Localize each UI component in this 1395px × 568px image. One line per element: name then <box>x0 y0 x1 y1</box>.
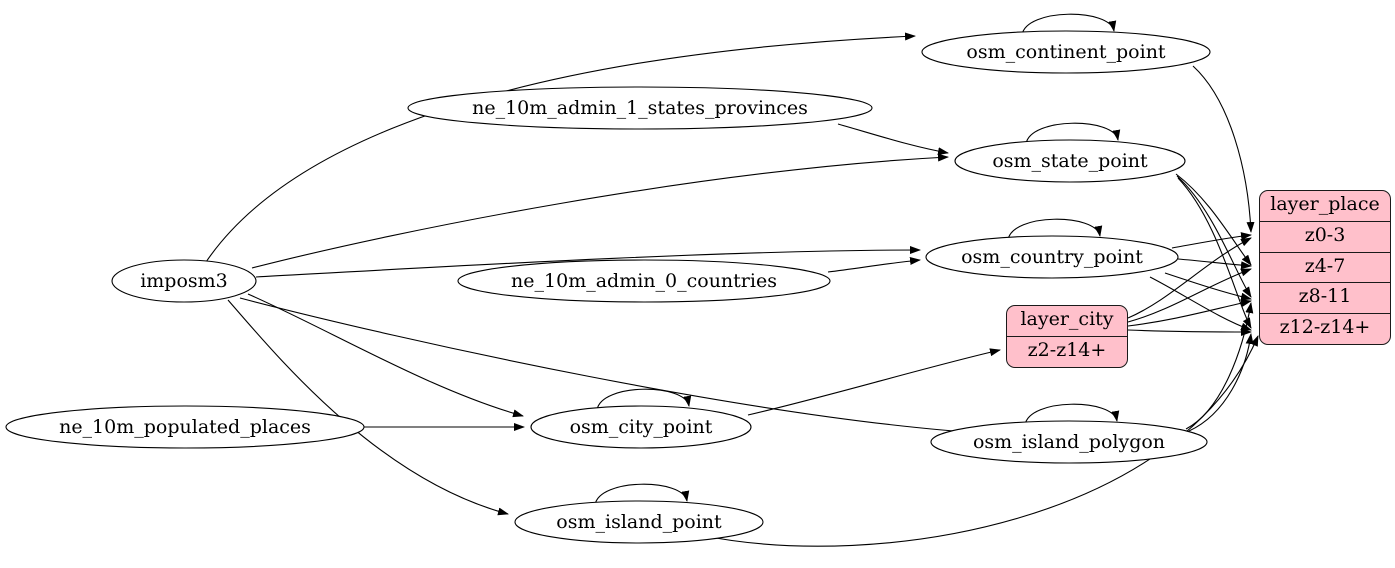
edges-to-layer-place <box>699 65 1259 547</box>
node-label: osm_island_polygon <box>973 431 1165 453</box>
edge-imposm3-to-city <box>247 293 524 418</box>
edge-islandpoint-to-z12-z14 <box>699 335 1259 547</box>
edge-country-to-z4-7 <box>1177 258 1252 270</box>
node-osm_state_point[interactable]: osm_state_point <box>954 139 1186 183</box>
record-row-zoom[interactable]: z4-7 <box>1260 253 1390 284</box>
node-shape <box>514 500 764 544</box>
node-osm_country_point[interactable]: osm_country_point <box>925 235 1179 279</box>
edge-city-to-z2-z14 <box>747 348 1001 416</box>
ellipse-node-layer: imposm3 ne_10m_admin_1_states_provincesne… <box>5 30 1211 544</box>
node-shape <box>111 259 257 303</box>
node-label: osm_country_point <box>961 246 1143 268</box>
node-shape <box>925 235 1179 279</box>
edge-islandpolygon-to-z12-z14 <box>1188 333 1254 432</box>
selfloop-islandpolygon <box>1024 403 1120 426</box>
node-label: osm_island_point <box>556 511 722 533</box>
edge-admin0-to-country <box>827 257 921 273</box>
node-label: ne_10m_admin_0_countries <box>511 270 777 292</box>
edge-islandpolygon-to-z8-11 <box>1185 302 1254 430</box>
node-label: osm_city_point <box>570 416 713 438</box>
node-label: osm_continent_point <box>966 41 1166 63</box>
selfloop-continent <box>1021 13 1117 36</box>
edge-layercity-to-z8-11 <box>1127 299 1252 327</box>
node-shape <box>930 420 1208 464</box>
edge-imposm3-to-islandpolygon <box>239 297 996 438</box>
node-shape <box>457 259 831 303</box>
edge-continent-to-z0-3 <box>1192 65 1255 233</box>
node-ne_10m_admin_0[interactable]: ne_10m_admin_0_countries <box>457 259 831 303</box>
node-label: ne_10m_populated_places <box>59 416 311 438</box>
edge-country-to-z0-3 <box>1171 232 1252 249</box>
edge-layercity-to-z0-3 <box>1127 237 1252 319</box>
edge-country-to-z12-z14 <box>1149 276 1252 331</box>
record-row-zoom[interactable]: z8-11 <box>1260 283 1390 314</box>
node-shape <box>530 405 752 449</box>
edge-imposm3-to-state <box>251 153 949 269</box>
self-loops <box>594 13 1121 506</box>
edge-layercity-to-z12-z14 <box>1127 327 1252 336</box>
node-shape <box>921 30 1211 74</box>
selfloop-country <box>1007 218 1103 241</box>
node-osm_island_point[interactable]: osm_island_point <box>514 500 764 544</box>
node-shape <box>954 139 1186 183</box>
node-label: imposm3 <box>140 270 228 292</box>
node-ne_10m_admin_1[interactable]: ne_10m_admin_1_states_provinces <box>407 86 873 130</box>
node-imposm3[interactable]: imposm3 <box>111 259 257 303</box>
node-shape <box>407 86 873 130</box>
edge-admin1-to-state <box>837 123 949 156</box>
edge-imposm3-to-continent <box>205 32 916 263</box>
node-label: ne_10m_admin_1_states_provinces <box>472 97 808 119</box>
record-row-zoom[interactable]: z0-3 <box>1260 222 1390 253</box>
edge-layercity-to-z4-7 <box>1127 268 1252 323</box>
record-title: layer_place <box>1260 191 1390 222</box>
record-row-zoom[interactable]: z2-z14+ <box>1027 338 1107 361</box>
node-osm_island_polygon[interactable]: osm_island_polygon <box>930 420 1208 464</box>
node-ne_10m_populated_places[interactable]: ne_10m_populated_places <box>5 405 365 449</box>
edge-state-to-z4-7 <box>1175 173 1252 266</box>
selfloop-islandpoint <box>594 483 690 506</box>
edge-imposm3-to-country <box>255 246 921 278</box>
selfloop-city <box>596 388 692 411</box>
record-row-zoom[interactable]: z12-z14+ <box>1279 316 1371 338</box>
selfloop-state <box>1025 122 1121 145</box>
edge-imposm3-to-islandpoint <box>227 299 509 516</box>
node-osm_city_point[interactable]: osm_city_point <box>530 405 752 449</box>
edge-state-to-z12-z14 <box>1177 177 1252 329</box>
node-osm_continent_point[interactable]: osm_continent_point <box>921 30 1211 74</box>
node-shape <box>5 405 365 449</box>
node-label: osm_state_point <box>992 150 1148 172</box>
edge-city-to-layercity <box>747 348 1001 416</box>
edge-country-to-z8-11 <box>1164 272 1252 301</box>
record-title: layer_city <box>1007 306 1127 337</box>
